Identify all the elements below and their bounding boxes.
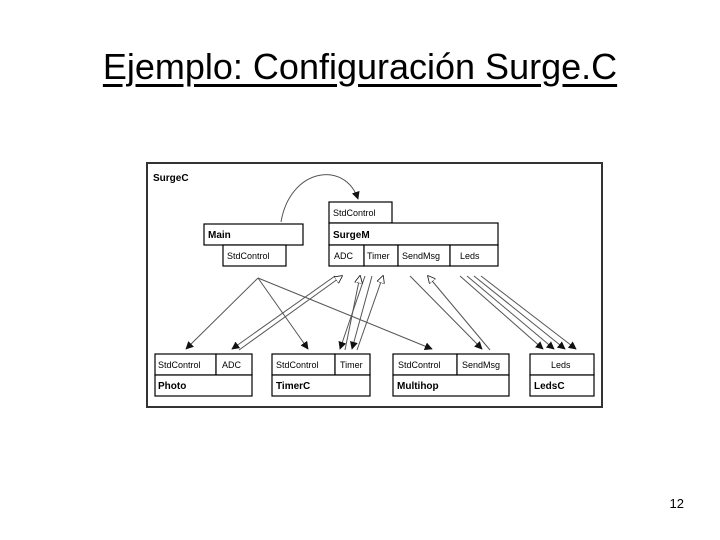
photo-component: StdControl ADC Photo [154,353,253,397]
wire-surgem-leds-to-ledsc-2 [466,275,555,350]
photo-stdcontrol-label: StdControl [158,360,201,370]
timerc-component: StdControl Timer TimerC [271,353,371,397]
surgem-leds-label: Leds [460,251,480,261]
photo-name: Photo [158,381,186,392]
timerc-stdcontrol-label: StdControl [276,360,319,370]
wire-surgem-adc-to-photo-adc [231,275,336,350]
multihop-sendmsg-label: SendMsg [462,360,500,370]
slide-title: Ejemplo: Configuración Surge.C [102,46,618,87]
multihop-component: StdControl SendMsg Multihop [392,353,510,397]
surgem-timer-label: Timer [367,251,390,261]
main-stdcontrol-box [222,244,287,267]
surgem-component: StdControl SurgeM ADC Timer SendMsg Leds [328,201,499,267]
wire-main-to-timerc-stdcontrol [257,277,309,350]
surgem-stdcontrol-label: StdControl [333,208,376,218]
multihop-name: Multihop [397,381,439,392]
wire-surgem-leds-to-ledsc-4 [480,275,577,350]
photo-adc-label: ADC [222,360,242,370]
surgem-name: SurgeM [333,230,370,241]
wire-timerc-to-surgem-timer-2 [356,276,383,351]
ledsc-name: LedsC [534,381,565,392]
wiring [185,174,577,351]
main-stdcontrol-label: StdControl [227,251,270,261]
ledsc-leds-label: Leds [551,360,571,370]
timerc-name-box [271,374,371,397]
wire-multihop-to-surgem-sendmsg [428,276,491,351]
wire-surgem-leds-to-ledsc-1 [459,275,544,350]
surgem-adc-label: ADC [334,251,354,261]
timerc-timer-label: Timer [340,360,363,370]
ledsc-component: Leds LedsC [529,353,595,397]
ledsc-name-box [529,374,595,397]
configuration-label: SurgeC [153,173,189,184]
wire-surgem-timer-to-timerc-2 [350,275,373,350]
wire-photo-adc-to-surgem-adc [238,276,342,351]
wire-main-to-multihop-stdcontrol [257,277,433,350]
surgem-sendmsg-label: SendMsg [402,251,440,261]
photo-name-box [154,374,253,397]
page-number: 12 [669,496,684,511]
surgem-leds-box [449,244,499,267]
wire-main-to-surgem-stdcontrol [280,174,360,223]
main-component: Main StdControl [203,223,304,267]
wire-timerc-to-surgem-timer-1 [344,276,360,351]
wire-surgem-sendmsg-to-multihop [409,275,483,350]
multihop-stdcontrol-label: StdControl [398,360,441,370]
multihop-name-box [392,374,510,397]
wire-surgem-leds-to-ledsc-3 [473,275,566,350]
timerc-name: TimerC [276,381,310,392]
main-name: Main [208,230,231,241]
wire-main-to-photo-stdcontrol [185,277,259,350]
configuration-frame [146,162,603,408]
